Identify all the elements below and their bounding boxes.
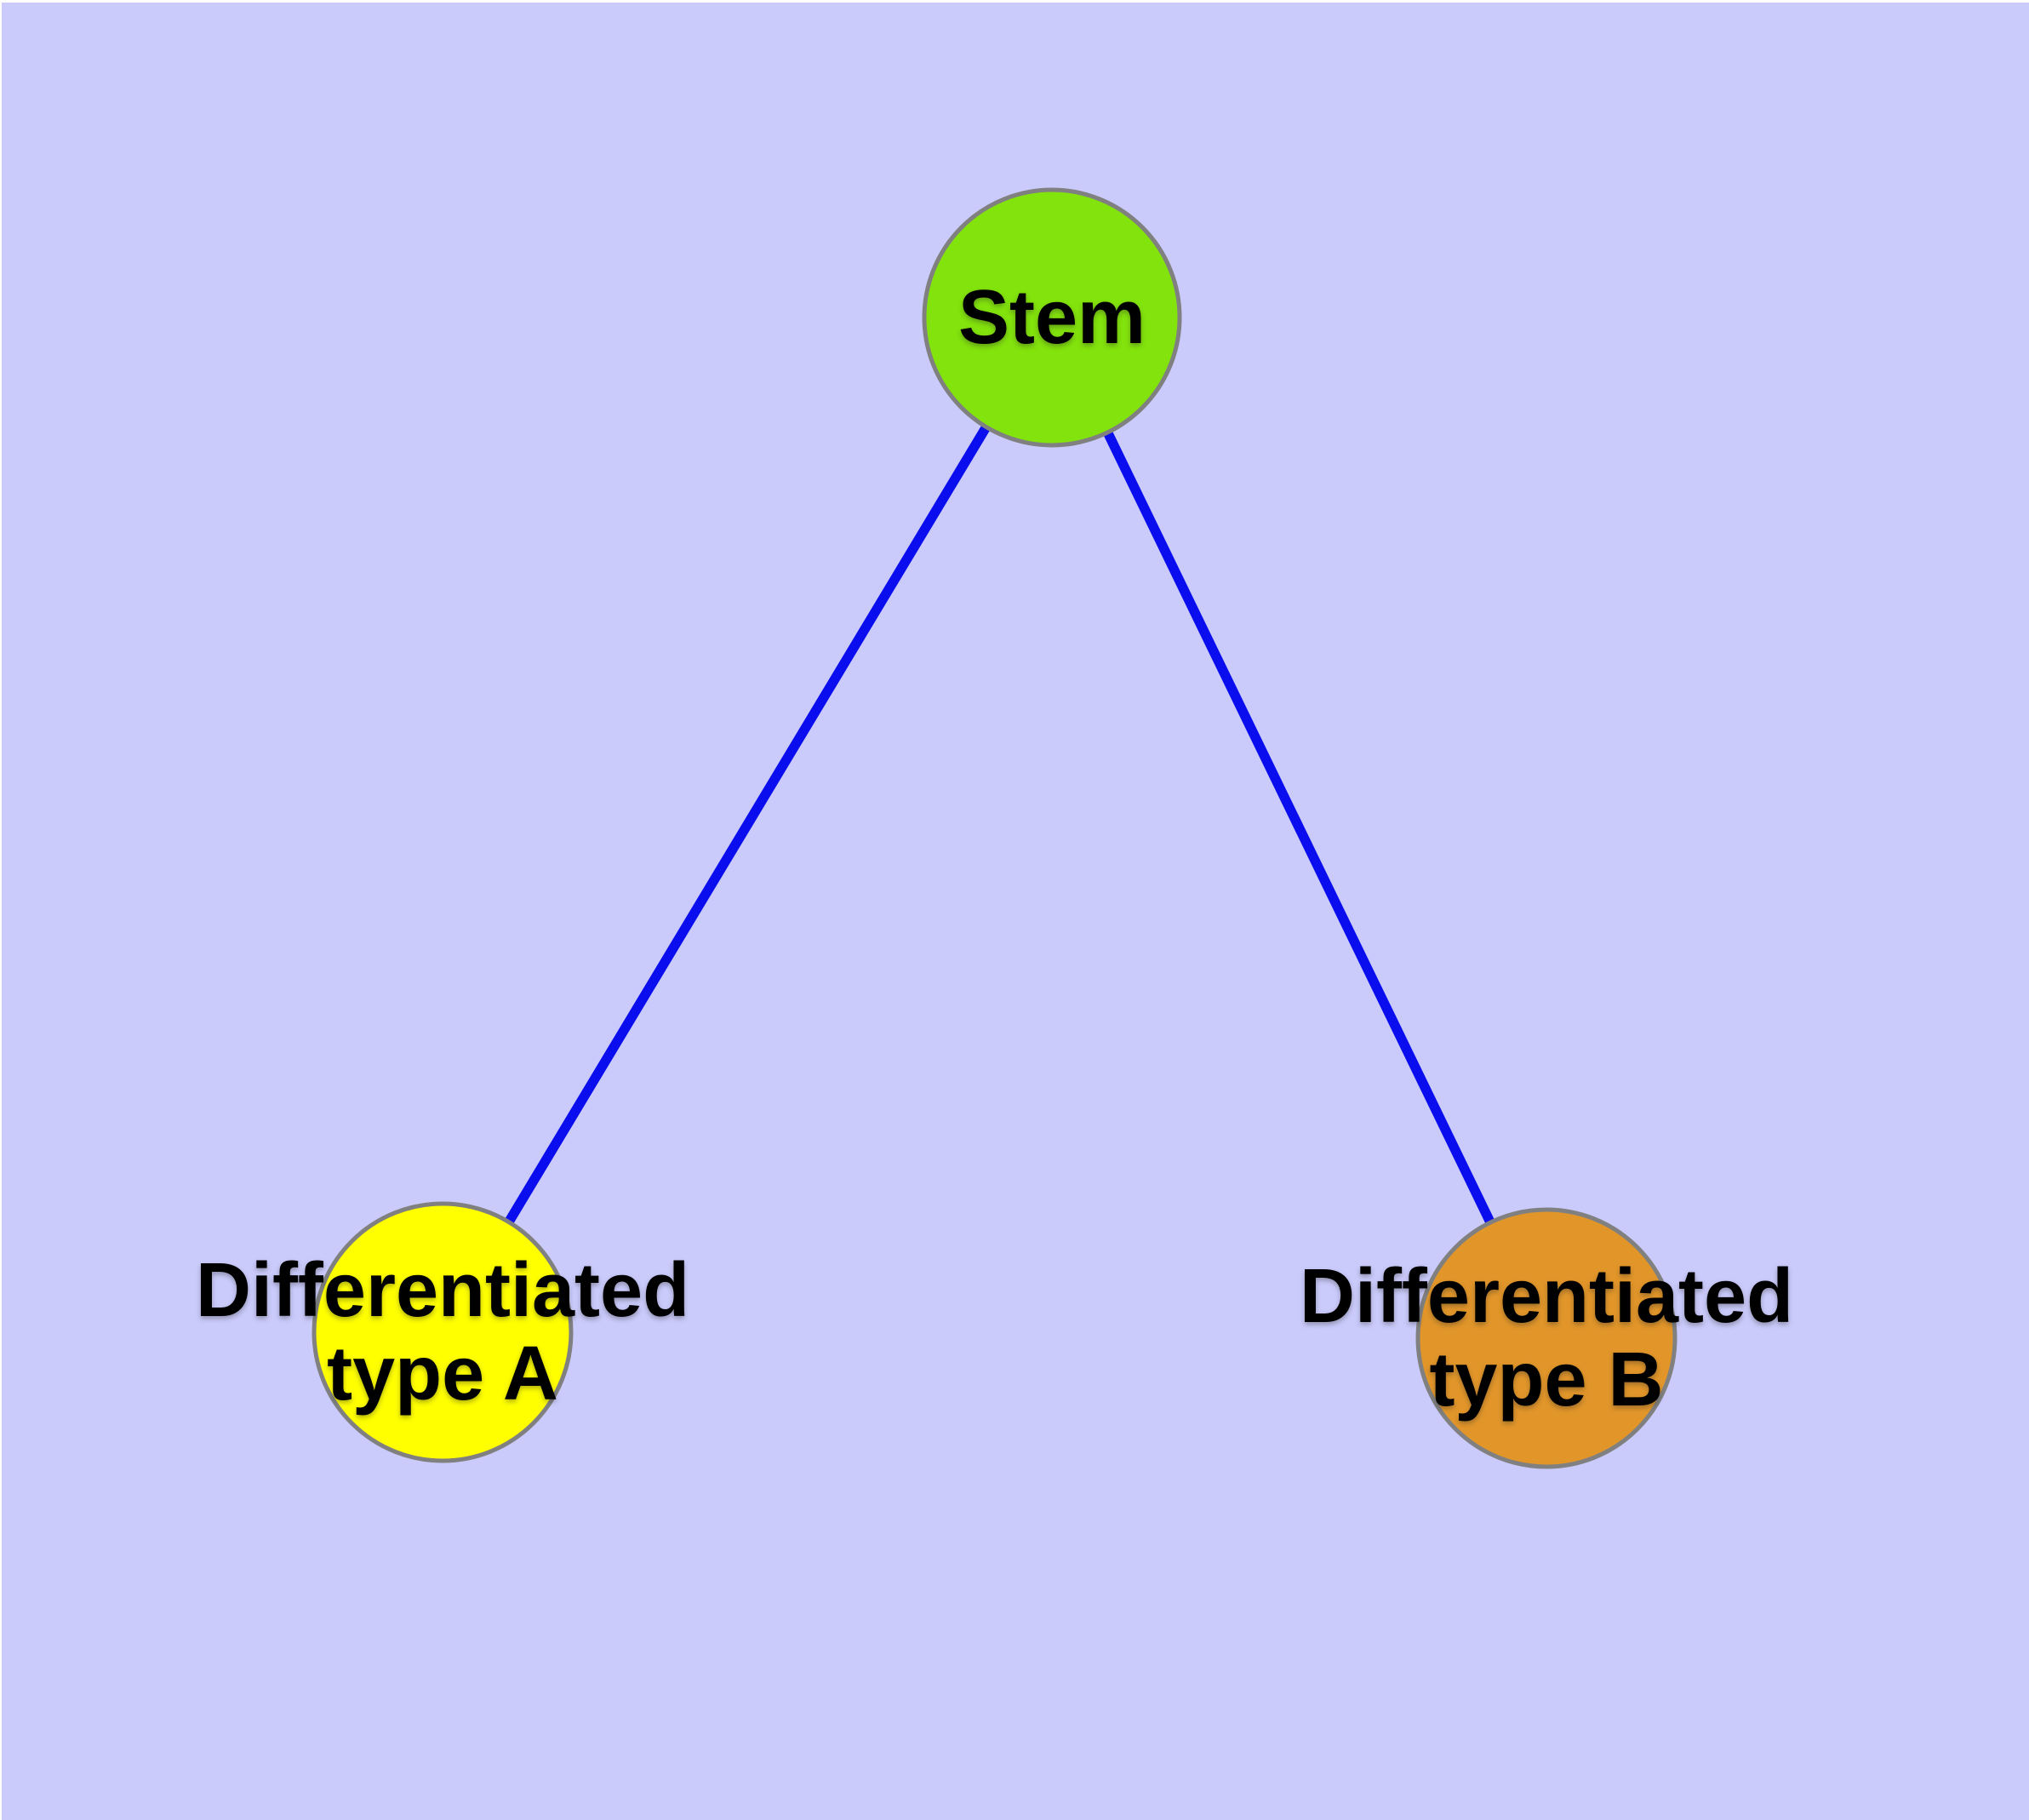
edge-stem-to-type-a <box>438 315 1056 1335</box>
edge-stem-to-type-b <box>1047 315 1552 1341</box>
node-type-a-circle <box>311 1201 574 1463</box>
node-type-b-circle <box>1415 1207 1677 1469</box>
node-stem-circle <box>922 187 1182 448</box>
